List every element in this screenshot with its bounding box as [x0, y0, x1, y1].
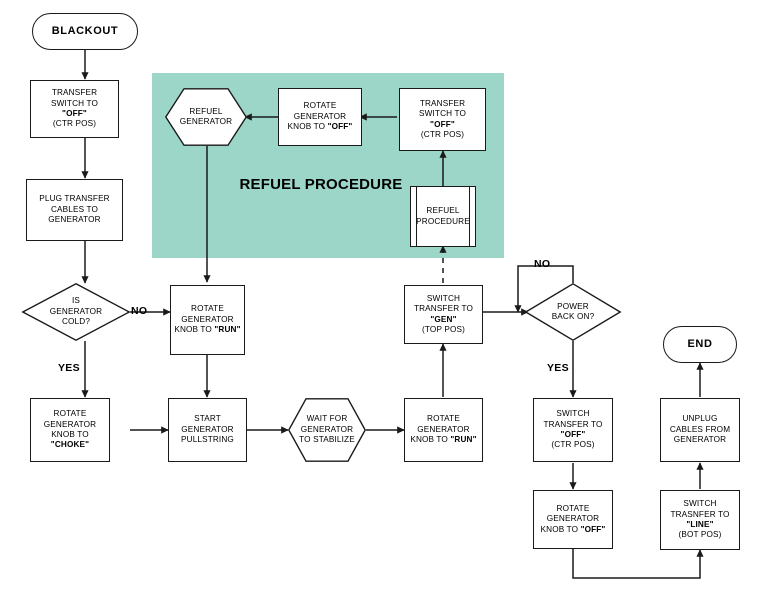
hexagon-shape — [288, 398, 366, 462]
node-wait-stabilize-label: WAIT FOR GENERATOR TO STABILIZE — [299, 414, 355, 445]
node-refuel-generator[interactable]: REFUEL GENERATOR — [164, 88, 248, 146]
edge-label-no-power: NO — [534, 258, 551, 270]
hexagon-shape — [164, 88, 248, 146]
node-blackout-label: BLACKOUT — [51, 25, 119, 38]
node-unplug-cables-label: UNPLUG CABLES FROM GENERATOR — [669, 414, 731, 445]
node-plug-cables-label: PLUG TRANSFER CABLES TO GENERATOR — [39, 194, 110, 225]
node-power-back-on-label: POWER BACK ON? — [551, 301, 595, 321]
node-refuel-procedure-label: REFUEL PROCEDURE — [416, 206, 470, 226]
node-is-generator-cold[interactable]: IS GENERATOR COLD? — [21, 283, 131, 341]
node-is-generator-cold-label: IS GENERATOR COLD? — [49, 296, 103, 327]
node-refuel-procedure[interactable]: REFUEL PROCEDURE — [410, 186, 476, 247]
edge-label-yes-power: YES — [547, 362, 569, 374]
node-wait-stabilize[interactable]: WAIT FOR GENERATOR TO STABILIZE — [288, 398, 366, 462]
node-plug-cables[interactable]: PLUG TRANSFER CABLES TO GENERATOR — [26, 179, 123, 241]
node-start-pullstring[interactable]: START GENERATOR PULLSTRING — [168, 398, 247, 462]
node-power-back-on[interactable]: POWER BACK ON? — [524, 282, 622, 342]
diamond-shape — [524, 282, 622, 342]
diamond-shape — [21, 283, 131, 341]
node-start-pullstring-label: START GENERATOR PULLSTRING — [181, 414, 234, 445]
node-blackout[interactable]: BLACKOUT — [32, 13, 138, 50]
edge-label-no-cold: NO — [131, 305, 148, 317]
edge-label-yes-cold: YES — [58, 362, 80, 374]
refuel-procedure-region-title: REFUEL PROCEDURE — [239, 176, 403, 193]
node-end[interactable]: END — [663, 326, 737, 363]
node-refuel-generator-label: REFUEL GENERATOR — [179, 106, 233, 126]
node-unplug-cables[interactable]: UNPLUG CABLES FROM GENERATOR — [660, 398, 740, 462]
node-end-label: END — [687, 338, 713, 351]
